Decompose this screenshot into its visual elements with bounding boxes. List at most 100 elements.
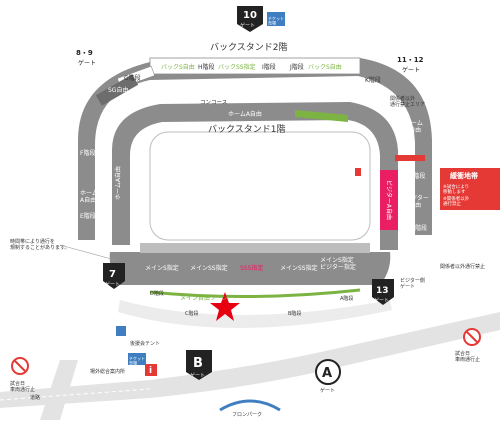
goods-tent-label: 後援会テント <box>130 340 160 347</box>
buffer-red-right <box>355 168 361 176</box>
star-marker <box>210 292 240 321</box>
sg-free-area <box>95 74 139 106</box>
gate-8-9[interactable]: 8・9 ゲート <box>76 49 96 67</box>
road-right-note: 試合日車両通行止 <box>455 350 480 363</box>
gate-a[interactable]: A ゲート <box>315 359 341 394</box>
label-main-ss-right: メインSS指定 <box>280 264 318 272</box>
gate-10-icon <box>237 6 263 32</box>
staff-only-note: 関係者以外通行禁止 <box>440 263 485 270</box>
road-main <box>0 312 500 408</box>
pitch <box>149 131 371 241</box>
main-stand-shape <box>109 252 391 285</box>
lower-section-labels: ホームA自由 ホームA自由 ビジターA自由 F階段 E階段 L階段 M階段 ホー… <box>80 110 429 232</box>
left-top-area-note: 関係者以外通行禁止エリア <box>390 95 425 108</box>
label-back-ss: バックSS指定 <box>218 63 256 71</box>
label-back-s1: バックS自由 <box>161 63 195 71</box>
label-k-block: K階段 <box>365 76 381 84</box>
buffer-zone-notice: 緩衝地帯 ※試合により移動します ※関係者以外通行禁止 <box>440 168 500 210</box>
ticket-booth-b-label: チケット売場 <box>129 355 145 366</box>
label-home-a-inner-left: ホームA自由 <box>114 166 122 200</box>
road-name: 道路 <box>30 394 40 401</box>
gate-b[interactable]: B ゲート <box>186 350 212 380</box>
label-e-block: E階段 <box>80 212 96 220</box>
gate-7-icon <box>103 263 125 289</box>
label-main-s-visitor: メインS指定ビジター指定 <box>320 256 356 271</box>
walkway-curve <box>118 300 392 329</box>
gate-10-label: ゲート <box>240 22 255 29</box>
upper-section-labels: バックS自由 H階段 バックSS指定 I階段 J階段 バックS自由 G階段 K階… <box>108 63 381 94</box>
label-j-block: J階段 <box>289 63 304 71</box>
info-label: 場外総合案内所 <box>90 368 125 375</box>
upper-tier <box>78 57 432 240</box>
road-left-note: 試合日車両通行止 <box>10 380 35 393</box>
gate-11-12-num: 11・12 <box>397 56 424 64</box>
label-i-block: I階段 <box>262 63 276 71</box>
gate-b-num: B <box>193 356 203 371</box>
label-sss: SSS指定 <box>240 264 263 272</box>
label-visitor-inner: ビジターA自由 <box>385 180 393 220</box>
gate-13-label: ゲート <box>374 297 389 304</box>
label-m-block: M階段 <box>410 224 427 232</box>
buffer-zone-title: 緩衝地帯 <box>450 171 478 180</box>
park-label: フロンパーク <box>232 412 262 418</box>
gate-a-num: A <box>322 366 332 381</box>
label-c-block: C階段 <box>185 310 199 317</box>
ticket-booth-b[interactable] <box>128 353 146 365</box>
upper-back-band <box>149 57 361 75</box>
lower-tier <box>112 102 398 250</box>
label-a-block: A階段 <box>340 295 353 302</box>
buffer-zone-note1: ※試合により移動します <box>443 183 469 195</box>
buffer-red-top <box>395 155 425 161</box>
ticket-booth-10[interactable] <box>267 12 285 26</box>
main-stand <box>109 243 391 285</box>
gate-13[interactable]: 13 ゲート <box>372 279 394 305</box>
gate-10-num: 10 <box>243 10 257 21</box>
gate-8-9-num: 8・9 <box>76 49 93 57</box>
label-h-block: H階段 <box>198 63 215 71</box>
gate-13-num: 13 <box>376 286 389 296</box>
label-f-block: F階段 <box>80 149 95 157</box>
visitor-side-note: ビジター側ゲート <box>400 277 425 290</box>
label-back-s2: バックS自由 <box>308 63 342 71</box>
ticket-booth-10-label: チケット売場 <box>268 15 284 26</box>
label-sg-free: SG自由 <box>108 86 128 94</box>
label-b-block: B階段 <box>288 310 301 317</box>
label-g-block: G階段 <box>124 74 141 82</box>
no-entry-left <box>11 357 29 375</box>
gate-7-num: 7 <box>109 269 116 280</box>
label-home-a-inner-top: ホームA自由 <box>228 110 262 118</box>
no-entry-right <box>463 328 481 346</box>
gate-13-icon <box>372 279 394 305</box>
gate-8-9-label: ゲート <box>78 59 96 67</box>
gate-11-12[interactable]: 11・12 ゲート <box>397 56 424 74</box>
main-free-zone-line <box>149 288 361 299</box>
gate-7[interactable]: 7 ゲート <box>103 263 125 289</box>
buffer-zone-note2: ※関係者以外通行禁止 <box>443 195 470 207</box>
gate-b-icon <box>186 350 212 380</box>
label-d-block: D階段 <box>150 290 164 297</box>
gate-b-label: ゲート <box>190 372 205 379</box>
lower-tier-ring <box>112 102 398 250</box>
main-section-labels: メインS指定 メインSS指定 SSS指定 メインSS指定 メインS指定ビジター指… <box>145 256 356 317</box>
road-lower-left <box>40 360 78 420</box>
info-icon-glyph: i <box>149 366 152 376</box>
gate-10[interactable]: 10 ゲート <box>237 6 263 32</box>
roads <box>0 300 500 420</box>
stand2-title: バックスタンド2階 <box>210 42 287 53</box>
main-stand-roof <box>140 243 370 253</box>
stand1-title: バックスタンド1階 <box>208 124 285 135</box>
concourse-label: コンコース <box>200 99 227 106</box>
info-icon[interactable] <box>145 364 157 376</box>
park-arch <box>219 399 281 412</box>
goods-tent-icon <box>116 326 126 336</box>
timed-pass-note: 時間帯により通行を規制することがあります。 <box>10 238 70 251</box>
label-main-s-left: メインS指定 <box>145 264 179 272</box>
label-main-free: メイン自由ゾーン <box>180 294 228 302</box>
gate-11-12-label: ゲート <box>402 66 420 74</box>
label-main-ss-left: メインSS指定 <box>190 264 228 272</box>
upper-tier-ring <box>78 58 432 240</box>
